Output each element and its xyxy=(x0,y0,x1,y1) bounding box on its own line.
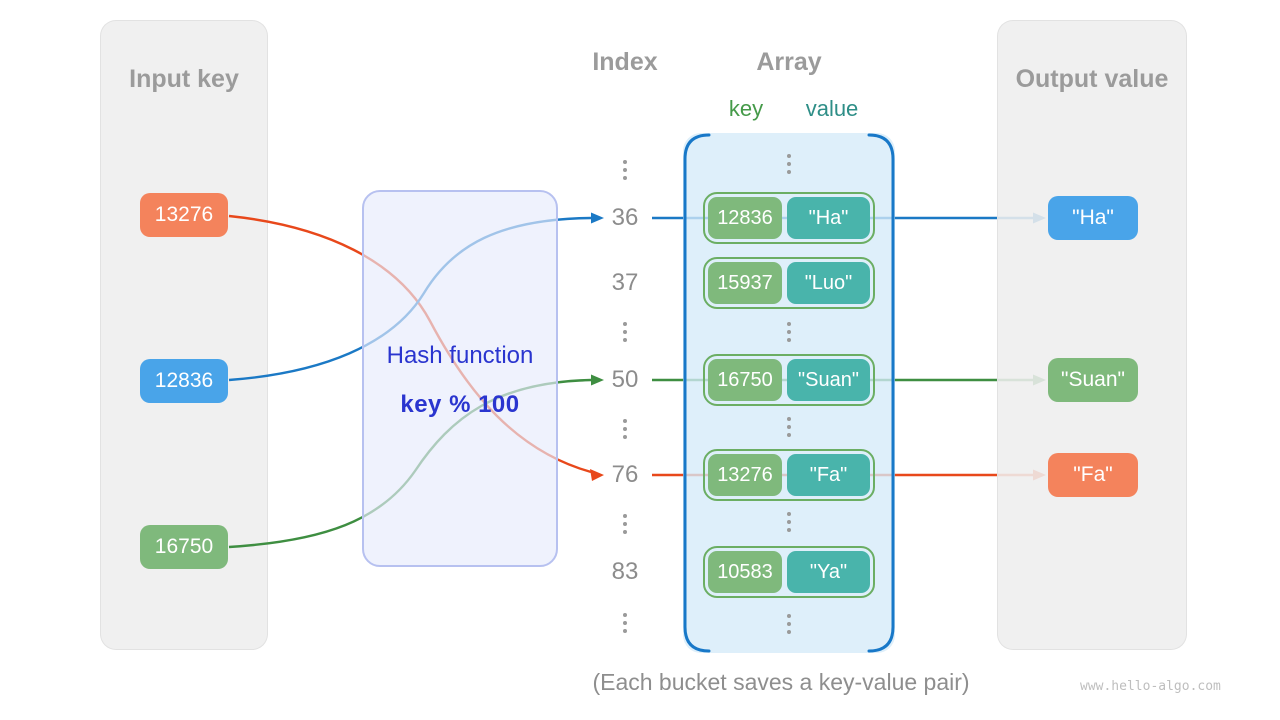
ellipsis-icon xyxy=(575,158,675,182)
bucket-row-50: 16750 "Suan" xyxy=(703,354,875,406)
ellipsis-icon xyxy=(575,512,675,536)
ellipsis-icon xyxy=(575,417,675,441)
index-83: 83 xyxy=(611,558,639,585)
bucket-value: "Suan" xyxy=(787,359,870,401)
bucket-row-36: 12836 "Ha" xyxy=(703,192,875,244)
value-column-header: value xyxy=(805,96,859,121)
ellipsis-icon xyxy=(575,611,675,635)
bucket-value: "Luo" xyxy=(787,262,870,304)
input-panel-title: Input key xyxy=(129,65,239,93)
hash-function-label: Hash function xyxy=(386,342,534,369)
index-37: 37 xyxy=(611,269,639,296)
output-value-ha: "Ha" xyxy=(1048,196,1138,240)
bucket-key: 12836 xyxy=(708,197,782,239)
bucket-key: 16750 xyxy=(708,359,782,401)
bucket-value: "Ya" xyxy=(787,551,870,593)
ellipsis-icon xyxy=(739,612,839,636)
ellipsis-icon xyxy=(739,152,839,176)
output-panel-title: Output value xyxy=(1015,65,1169,93)
ellipsis-icon xyxy=(575,320,675,344)
ellipsis-icon xyxy=(739,320,839,344)
input-key-13276: 13276 xyxy=(140,193,228,237)
array-header: Array xyxy=(756,48,822,76)
bucket-key: 13276 xyxy=(708,454,782,496)
array-container: 12836 "Ha" 15937 "Luo" 16750 "Suan" 1327… xyxy=(683,133,895,653)
ellipsis-icon xyxy=(739,415,839,439)
index-76: 76 xyxy=(611,461,639,488)
key-column-header: key xyxy=(728,96,764,121)
left-bracket xyxy=(683,133,711,653)
watermark: www.hello-algo.com xyxy=(1080,679,1221,694)
hash-function-box xyxy=(362,190,558,567)
array-bracket-borders xyxy=(683,133,895,653)
output-value-suan: "Suan" xyxy=(1048,358,1138,402)
index-50: 50 xyxy=(611,366,639,393)
hash-function-formula: key % 100 xyxy=(400,391,520,418)
bucket-key: 15937 xyxy=(708,262,782,304)
output-value-fa: "Fa" xyxy=(1048,453,1138,497)
bucket-row-83: 10583 "Ya" xyxy=(703,546,875,598)
bucket-key: 10583 xyxy=(708,551,782,593)
bucket-row-37: 15937 "Luo" xyxy=(703,257,875,309)
bucket-value: "Ha" xyxy=(787,197,870,239)
right-bracket xyxy=(867,133,895,653)
output-value-panel: Output value xyxy=(997,20,1187,650)
index-36: 36 xyxy=(611,204,639,231)
bucket-value: "Fa" xyxy=(787,454,870,496)
input-key-16750: 16750 xyxy=(140,525,228,569)
ellipsis-icon xyxy=(739,510,839,534)
index-header: Index xyxy=(592,48,658,76)
bucket-row-76: 13276 "Fa" xyxy=(703,449,875,501)
diagram-caption: (Each bucket saves a key-value pair) xyxy=(592,669,970,695)
input-key-12836: 12836 xyxy=(140,359,228,403)
